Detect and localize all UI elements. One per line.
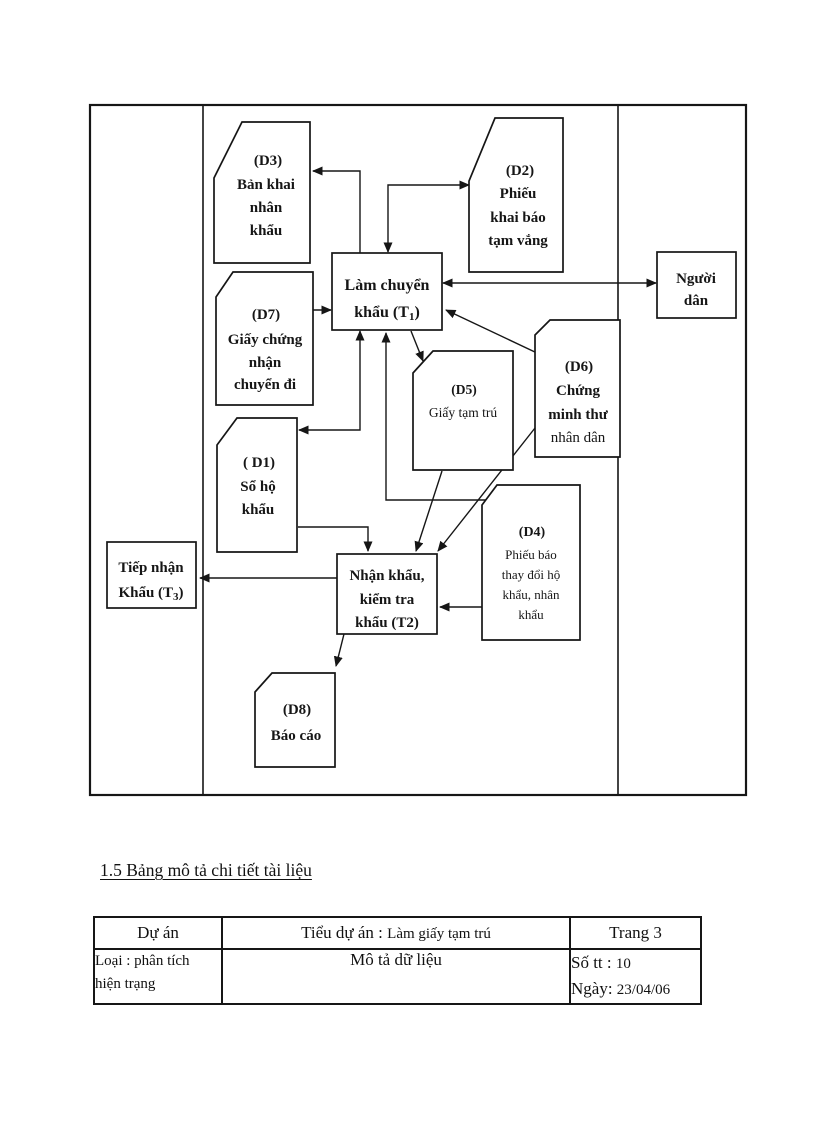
node-d2-phieu-khai-bao-tam-vang: (D2) Phiếu khai báo tạm vắng (468, 117, 564, 273)
t2-line: kiểm tra (360, 592, 415, 608)
d2-line: tạm vắng (488, 233, 548, 249)
connectors (199, 166, 657, 667)
node-t1-lam-chuyen-khau: Làm chuyển khẩu (T1) (331, 252, 443, 331)
t2-line: khẩu (T2) (355, 615, 419, 631)
nguoi-dan-line: dân (684, 293, 709, 309)
arrow-d5-to-t2 (414, 470, 443, 552)
nguoi-dan-line: Người (676, 271, 716, 287)
cell-title: Mô tả dữ liệu (221, 948, 571, 1005)
arrow-t1-d1-bidirectional (298, 330, 365, 435)
node-nguoi-dan: Người dân (656, 251, 737, 319)
node-d7-giay-chung-nhan-chuyen-di: (D7) Giấy chứng nhận chuyển đi (215, 271, 314, 406)
cell-type: Loại : phân tích hiện trạng (93, 948, 223, 1005)
cell-page: Trang 3 (569, 916, 702, 950)
d1-line: khẩu (242, 502, 275, 518)
d7-line: chuyển đi (234, 377, 296, 393)
t2-line: Nhận khẩu, (349, 568, 424, 584)
node-t3-tiep-nhan-khau: Tiếp nhận Khẩu (T3) (106, 541, 197, 609)
table-header-row: Dự án Tiểu dự án : Làm giấy tạm trú Tran… (93, 916, 702, 950)
d3-code: (D3) (254, 153, 282, 169)
node-d8-bao-cao: (D8) Báo cáo (254, 672, 336, 768)
d3-line: khẩu (250, 223, 283, 239)
data-flow-diagram: (D3) Bản khai nhân khẩu (D2) Phiếu khai … (88, 103, 748, 797)
d2-line: khai báo (490, 210, 545, 226)
arrow-d1-to-t2 (298, 526, 373, 552)
d4-line: thay đổi hộ (502, 567, 561, 582)
arrow-d4-to-t1 (381, 332, 486, 501)
node-t2-nhan-khau-kiem-tra: Nhận khẩu, kiểm tra khẩu (T2) (336, 553, 438, 635)
d7-code: (D7) (252, 307, 280, 323)
d8-code: (D8) (283, 702, 311, 718)
t3-line: Khẩu (T3) (118, 585, 183, 603)
d4-line: Phiếu báo (505, 547, 557, 562)
table-detail-row: Loại : phân tích hiện trạng Mô tả dữ liệ… (93, 948, 702, 1005)
d8-line: Báo cáo (271, 728, 321, 744)
t1-line: Làm chuyển (345, 277, 430, 294)
arrow-d6-to-t2 (437, 427, 536, 552)
arrow-t1-to-d5 (410, 330, 424, 362)
node-d4-phieu-bao-thay-doi: (D4) Phiếu báo thay đổi hộ khẩu, nhân kh… (481, 484, 581, 641)
d4-line: khẩu, nhân (502, 587, 560, 602)
cell-project: Dự án (93, 916, 223, 950)
arrow-t1-d2-bidirectional (383, 180, 470, 253)
arrow-d6-to-t1 (445, 309, 538, 354)
d2-code: (D2) (506, 163, 534, 179)
node-d6-chung-minh-thu: (D6) Chứng minh thư nhân dân (534, 319, 621, 458)
d2-line: Phiếu (500, 186, 537, 202)
d1-code: ( D1) (243, 455, 275, 471)
info-table: Dự án Tiểu dự án : Làm giấy tạm trú Tran… (93, 916, 702, 1005)
d7-line: nhận (249, 355, 282, 371)
node-d1-so-ho-khau: ( D1) Sổ hộ khẩu (216, 417, 298, 553)
node-d3-ban-khai-nhan-khau: (D3) Bản khai nhân khẩu (213, 121, 311, 264)
d6-line: minh thư (548, 407, 608, 423)
diagram-frame (88, 103, 748, 797)
t1-line: khẩu (T1) (354, 304, 420, 323)
d5-line: Giấy tạm trú (429, 405, 497, 420)
d5-code: (D5) (451, 382, 477, 397)
d4-code: (D4) (519, 525, 546, 540)
d1-line: Sổ hộ (240, 479, 275, 495)
arrow-t1-to-d3 (312, 166, 361, 253)
d6-line: nhân dân (551, 430, 606, 446)
cell-seq-date: Số tt : 10 Ngày: 23/04/06 (569, 948, 702, 1005)
d4-line: khẩu (518, 607, 544, 622)
arrow-t2-to-d8 (333, 633, 345, 667)
d6-code: (D6) (565, 359, 593, 375)
cell-subproject: Tiểu dự án : Làm giấy tạm trú (221, 916, 571, 950)
d7-line: Giấy chứng (228, 332, 303, 348)
d6-line: Chứng (556, 383, 601, 399)
section-heading: 1.5 Bảng mô tả chi tiết tài liệu (100, 860, 312, 880)
node-d5-giay-tam-tru: (D5) Giấy tạm trú (412, 350, 514, 471)
t3-line: Tiếp nhận (118, 560, 184, 576)
d3-line: Bản khai (237, 177, 295, 193)
d3-line: nhân (250, 200, 283, 216)
